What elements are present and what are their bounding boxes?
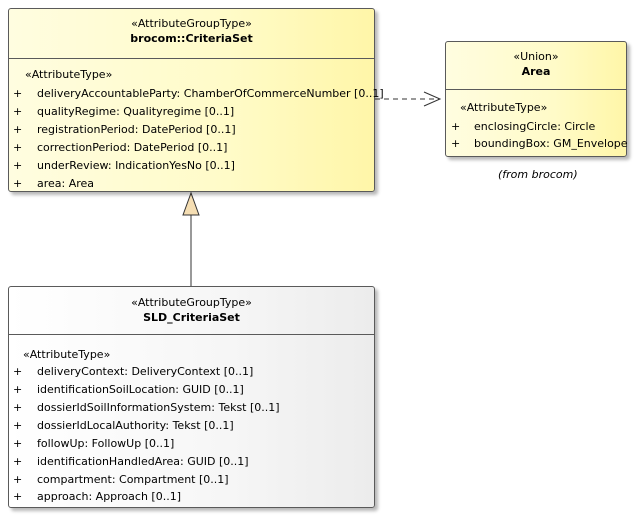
attribute-visibility: + — [13, 383, 23, 396]
section-stereotype: «AttributeType» — [23, 348, 111, 361]
attribute-visibility: + — [13, 177, 23, 190]
class-stereotype: «AttributeGroupType» — [131, 296, 252, 309]
attribute[interactable]: dossierIdLocalAuthority: Tekst [0..1] — [37, 419, 234, 432]
attribute-visibility: + — [13, 455, 23, 468]
sld-criteria-set-class[interactable]: «AttributeGroupType» SLD_CriteriaSet «At… — [8, 286, 375, 508]
attribute[interactable]: followUp: FollowUp [0..1] — [37, 437, 175, 450]
attribute-visibility: + — [13, 437, 23, 450]
attribute[interactable]: registrationPeriod: DatePeriod [0..1] — [37, 123, 236, 136]
attribute-visibility: + — [13, 401, 23, 414]
attribute[interactable]: area: Area — [37, 177, 95, 190]
package-note: (from brocom) — [498, 168, 578, 181]
section-stereotype: «AttributeType» — [25, 68, 113, 81]
class-name: SLD_CriteriaSet — [143, 311, 240, 324]
attribute[interactable]: correctionPeriod: DatePeriod [0..1] — [37, 141, 228, 154]
class-stereotype: «Union» — [513, 50, 559, 63]
attribute[interactable]: underReview: IndicationYesNo [0..1] — [37, 159, 235, 172]
class-name: Area — [521, 65, 551, 78]
class-name: brocom::CriteriaSet — [130, 32, 253, 45]
dependency-arrowhead — [423, 91, 442, 107]
class-header: «Union» Area — [446, 42, 626, 90]
attribute-visibility: + — [13, 87, 23, 100]
attribute-visibility: + — [13, 141, 23, 154]
attribute[interactable]: qualityRegime: Qualityregime [0..1] — [37, 105, 235, 118]
attribute-visibility: + — [451, 120, 461, 133]
attribute[interactable]: deliveryContext: DeliveryContext [0..1] — [37, 365, 254, 378]
attribute[interactable]: identificationSoilLocation: GUID [0..1] — [37, 383, 244, 396]
attribute-visibility: + — [13, 490, 23, 503]
attribute-visibility: + — [13, 159, 23, 172]
attribute-visibility: + — [13, 105, 23, 118]
class-header: «AttributeGroupType» brocom::CriteriaSet — [9, 9, 374, 59]
attribute-visibility: + — [13, 419, 23, 432]
attribute[interactable]: approach: Approach [0..1] — [37, 490, 182, 503]
class-stereotype: «AttributeGroupType» — [131, 17, 252, 30]
attribute[interactable]: deliveryAccountableParty: ChamberOfComme… — [37, 87, 384, 100]
attribute[interactable]: identificationHandledArea: GUID [0..1] — [37, 455, 249, 468]
area-class[interactable]: «Union» Area «AttributeType» + enclosing… — [445, 41, 628, 157]
attribute-visibility: + — [13, 365, 23, 378]
criteria-set-class[interactable]: «AttributeGroupType» brocom::CriteriaSet… — [8, 8, 384, 192]
class-header: «AttributeGroupType» SLD_CriteriaSet — [9, 287, 374, 335]
attribute[interactable]: enclosingCircle: Circle — [474, 120, 596, 133]
attribute-visibility: + — [451, 137, 461, 150]
attribute[interactable]: dossierIdSoilInformationSystem: Tekst [0… — [37, 401, 280, 414]
attribute[interactable]: boundingBox: GM_Envelope — [474, 137, 628, 150]
attribute-visibility: + — [13, 123, 23, 136]
generalization-arrowhead — [182, 191, 200, 216]
attribute-visibility: + — [13, 473, 23, 486]
attribute[interactable]: compartment: Compartment [0..1] — [37, 473, 229, 486]
section-stereotype: «AttributeType» — [460, 101, 548, 114]
